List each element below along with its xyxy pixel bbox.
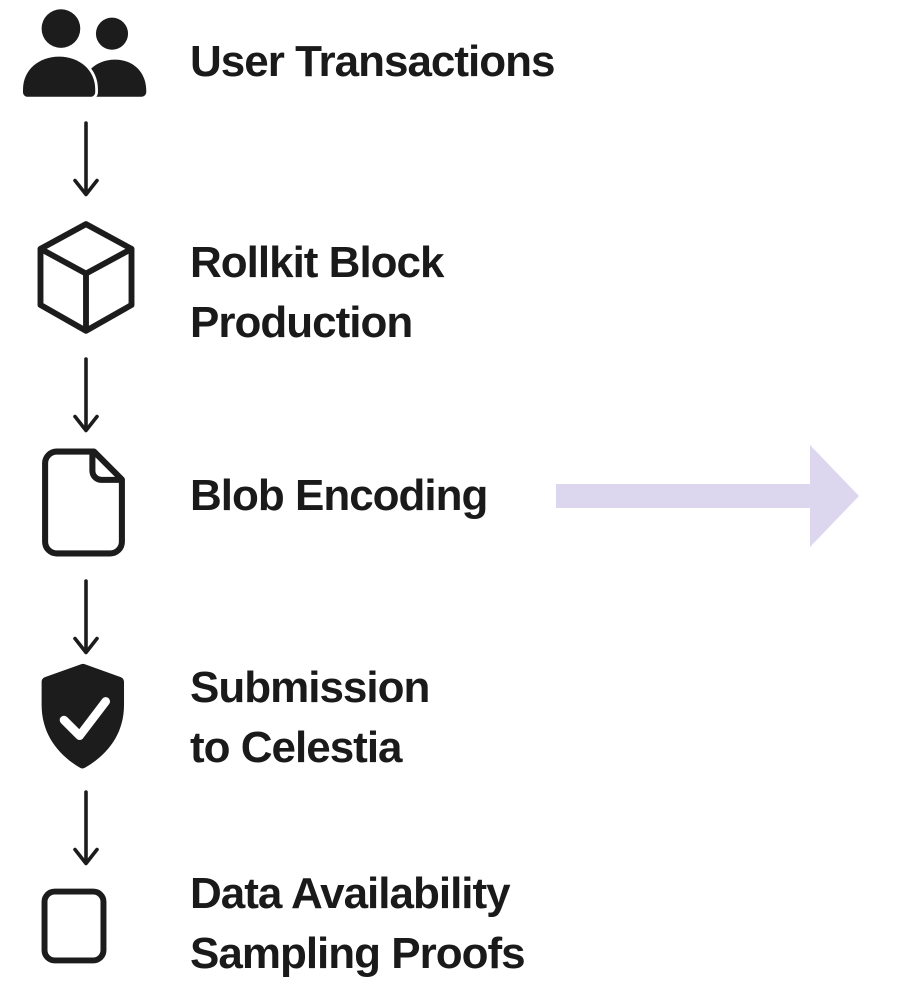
step-label-line: Production bbox=[190, 298, 413, 347]
step-label-submission-to-celestia: Submission to Celestia bbox=[190, 658, 430, 778]
down-arrow-icon bbox=[73, 121, 99, 197]
down-arrow-icon bbox=[73, 357, 99, 433]
cube-icon bbox=[37, 221, 135, 334]
document-icon bbox=[42, 448, 125, 557]
step-label-line: User Transactions bbox=[190, 37, 555, 86]
step-label-line: Blob Encoding bbox=[190, 471, 488, 520]
step-label-line: Sampling Proofs bbox=[190, 929, 526, 978]
down-arrow-icon bbox=[73, 790, 99, 866]
step-label-user-transactions: User Transactions bbox=[190, 32, 555, 92]
step-label-data-availability-sampling-proofs: Data Availability Sampling Proofs bbox=[190, 864, 526, 984]
square-icon bbox=[41, 888, 107, 964]
step-label-line: Submission bbox=[190, 663, 430, 712]
right-flow-arrow-icon bbox=[556, 445, 859, 547]
step-label-rollkit-block-production: Rollkit Block Production bbox=[190, 233, 444, 353]
step-label-line: Rollkit Block bbox=[190, 238, 444, 287]
step-label-line: to Celestia bbox=[190, 723, 403, 772]
shield-check-icon bbox=[41, 663, 125, 769]
down-arrow-icon bbox=[73, 579, 99, 655]
step-label-blob-encoding: Blob Encoding bbox=[190, 466, 488, 526]
step-label-line: Data Availability bbox=[190, 869, 511, 918]
users-icon bbox=[23, 9, 147, 97]
